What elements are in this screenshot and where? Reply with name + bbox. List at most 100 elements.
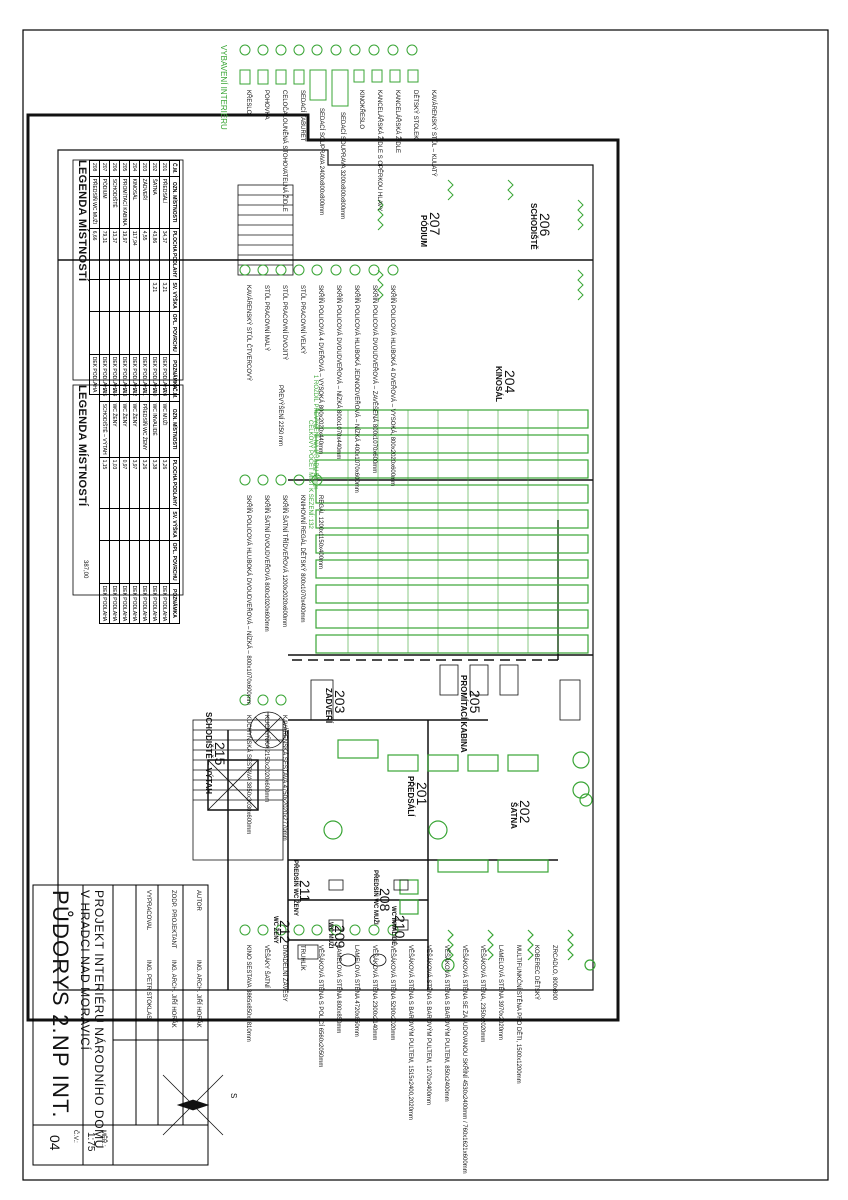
room-number: 206 [537, 213, 553, 237]
title-block-frame [32, 884, 209, 1166]
room-name: WC INVALIDÉ [390, 906, 396, 946]
legend-cell: 3,38 [149, 457, 160, 509]
legend-cell: 19,97 [119, 228, 130, 280]
room-name: SCHODIŠTĚ – VÝTAH [204, 712, 213, 795]
lobby-furniture [323, 739, 596, 972]
legend-item: KINO SESTAVA 3865x850x2810mm [245, 945, 251, 1042]
legend-item: VĚŠÁKOVÁ STĚNA SE ZABUDOVANOU SKŘÍNÍ 453… [461, 945, 467, 1174]
legend-item: KAVÁRENSKÝ STŮL – KULATÝ [430, 90, 436, 177]
legend-cell [119, 311, 130, 355]
legend-item: SEDACÍ TABURET [299, 90, 305, 142]
legend-item: KANCELÁŘSKÁ ŽIDLE S OPĚRKOU HLAVY [376, 90, 382, 212]
legend-cell: 214 [109, 385, 120, 402]
legend-item: CELOČALOUNĚNÁ STOHOVATELNÁ ŽIDLE [281, 90, 287, 212]
project-line1: PROJEKT INTERIÉRU NÁRODNÍHO DOMU [92, 890, 106, 1149]
legend-item: SKŘÍŇ POLICOVÁ HLUBOKÁ 4 DVEŘOVÁ – VYSOK… [389, 285, 395, 487]
room-name: WC ŽENY [272, 916, 278, 944]
legend-item: STŮL PRACOVNÍ MALÝ [263, 285, 269, 352]
legend-cell: PŘEDSÁLÍ [159, 176, 170, 229]
legend-item: KAVÁRENSKÝ STŮL ČTVERCOVÝ [245, 285, 251, 382]
room-legend-title-right: LEGENDA MÍSTNOSTÍ [76, 385, 88, 507]
legend-cell [159, 508, 170, 541]
legend-item: VĚŠÁKOVÁ STĚNA S BAROVÝM PULTEM, 850x240… [443, 945, 449, 1102]
legend-cell: DEK PODLAHA [139, 583, 150, 624]
legend-cell [159, 540, 170, 584]
row-step-note: 1 ROZDÍL PŘEVÝŠENÍ NA 1 ŘADU 50mm [312, 375, 318, 490]
legend-header-cell: Č.M. [169, 160, 180, 177]
legend-cell: DEK PODLAHA [159, 583, 170, 624]
legend-item: SKŘÍŇ ŠATNÍ DVOUDVEŘOVÁ 800x2020x600mm [263, 495, 269, 632]
legend-item: KOBEREC DĚTSKÝ [533, 945, 539, 1001]
legend-cell: WC MUŽI [159, 401, 170, 458]
legend-item: SKŘÍŇ POLICOVÁ DVOUDVEŘOVÁ – ZAVĚŠENÁ 80… [371, 285, 377, 474]
legend-cell: PŘEDSÍŇ WC MUŽI [89, 176, 100, 229]
legend-cell: 1,03 [109, 457, 120, 509]
role-label: AUTOR [195, 890, 201, 911]
sheet-number: 04 [47, 1135, 63, 1151]
legend-item: VĚŠÁKOVÁ STĚNA S BAROVÝM PULTEM, 1270x24… [425, 945, 431, 1105]
legend-item: SKŘÍŇ POLICOVÁ HLUBOKÁ JEDNODVEŘOVÁ – NÍ… [353, 285, 359, 493]
legend-item: KINOKŘESLO [358, 90, 364, 130]
legend-cell: 212 [129, 385, 140, 402]
legend-cell: 208 [89, 160, 100, 177]
room-legend-title-left: LEGENDA MÍSTNOSTÍ [76, 160, 88, 282]
spiral-stair [249, 711, 287, 749]
legend-item: SEDACÍ SOUPRAVA 3200x800x800mm [339, 112, 345, 220]
legend-header-cell: SV. VÝŠKA [169, 508, 180, 541]
legend-cell [89, 311, 100, 355]
legend-cell: DEK PODLAHA [149, 583, 160, 624]
room-name: KINOSÁL [494, 366, 503, 402]
legend-cell [129, 508, 140, 541]
role-name: ING. ARCH. JIŘÍ HORÁK [195, 960, 201, 1028]
legend-cell: 117,94 [129, 228, 140, 280]
sheet-label: Č.V.: [72, 1130, 78, 1143]
legend-item: VĚŠÁKOVÁ STĚNA 5290x2020mm [389, 945, 395, 1041]
legend-item: POHOVKA [263, 90, 269, 120]
legend-item: KUCHYŇSKÁ SESTAVA 3850x3030x600mm [245, 715, 251, 835]
legend-cell [149, 311, 160, 355]
legend-item: SKŘÍŇ POLICOVÁ DVOUDVEŘOVÁ – NÍZKÁ 800x1… [335, 285, 341, 460]
role-name: ING. PETR STOKLAS [145, 960, 151, 1020]
legend-cell: DEK PODLAHA [119, 583, 130, 624]
legend-cell [109, 311, 120, 355]
legend-item: KUCHYŇKA 2150x2020x600mm [263, 715, 269, 803]
legend-cell [129, 279, 140, 312]
legend-cell [109, 508, 120, 541]
legend-item: KAVÁRENSKÁ SESTAVA 4750x2020x2770mm [281, 715, 287, 841]
project-line2: V HRADCI NAD MORAVICÍ [78, 890, 92, 1051]
legend-item: KNIHOVNÍ REGÁL DĚTSKÝ 800x1070x400mm [299, 495, 305, 623]
legend-cell [129, 540, 140, 584]
legend-cell [139, 540, 150, 584]
room-number: 202 [517, 800, 533, 824]
legend-cell [109, 279, 120, 312]
legend-header-cell: OPL. POVRCHU [169, 311, 180, 355]
legend-header-cell: Č.M. [169, 385, 180, 402]
stage-curtain [377, 179, 584, 301]
room-number: 205 [467, 690, 483, 714]
legend-item: VĚŠÁKOVÁ STĚNA S BAROVÝM PULTEM, 1515x24… [407, 945, 413, 1120]
legend-cell [139, 508, 150, 541]
legend-item: KANCELÁŘSKÁ ŽIDLE [394, 90, 400, 154]
legend-item: DIVADELNÍ ZÁVĚSY [281, 945, 287, 1002]
room-name: PROMÍTACÍ KABINA [459, 675, 468, 753]
legend-item: SKŘÍŇ ŠATNÍ TŘÍDVEŘOVÁ 1200x2020x600mm [281, 495, 287, 628]
legend-cell: 215 [99, 385, 110, 402]
room-number: 211 [297, 880, 313, 903]
legend-cell: 207 [99, 160, 110, 177]
legend-header-cell: OZN. MÍSTNOSTI [169, 401, 180, 458]
legend-cell: 6,66 [89, 228, 100, 280]
legend-item: KŘESLO [245, 90, 251, 115]
legend-cell: SCHODIŠTĚ [109, 176, 120, 229]
scale-label: MĚŘ.: [100, 1130, 106, 1147]
role-name: ING. ARCH. JIŘÍ HORÁK [170, 960, 176, 1028]
legend-header-cell: OPL. POVRCHU [169, 540, 180, 584]
legend-item: ZRCADLO, 800x800 [551, 945, 557, 1001]
legend-cell [99, 540, 110, 584]
legend-cell: 3,26 [139, 457, 150, 509]
room-name: ZÁDVEŘÍ [324, 688, 333, 724]
